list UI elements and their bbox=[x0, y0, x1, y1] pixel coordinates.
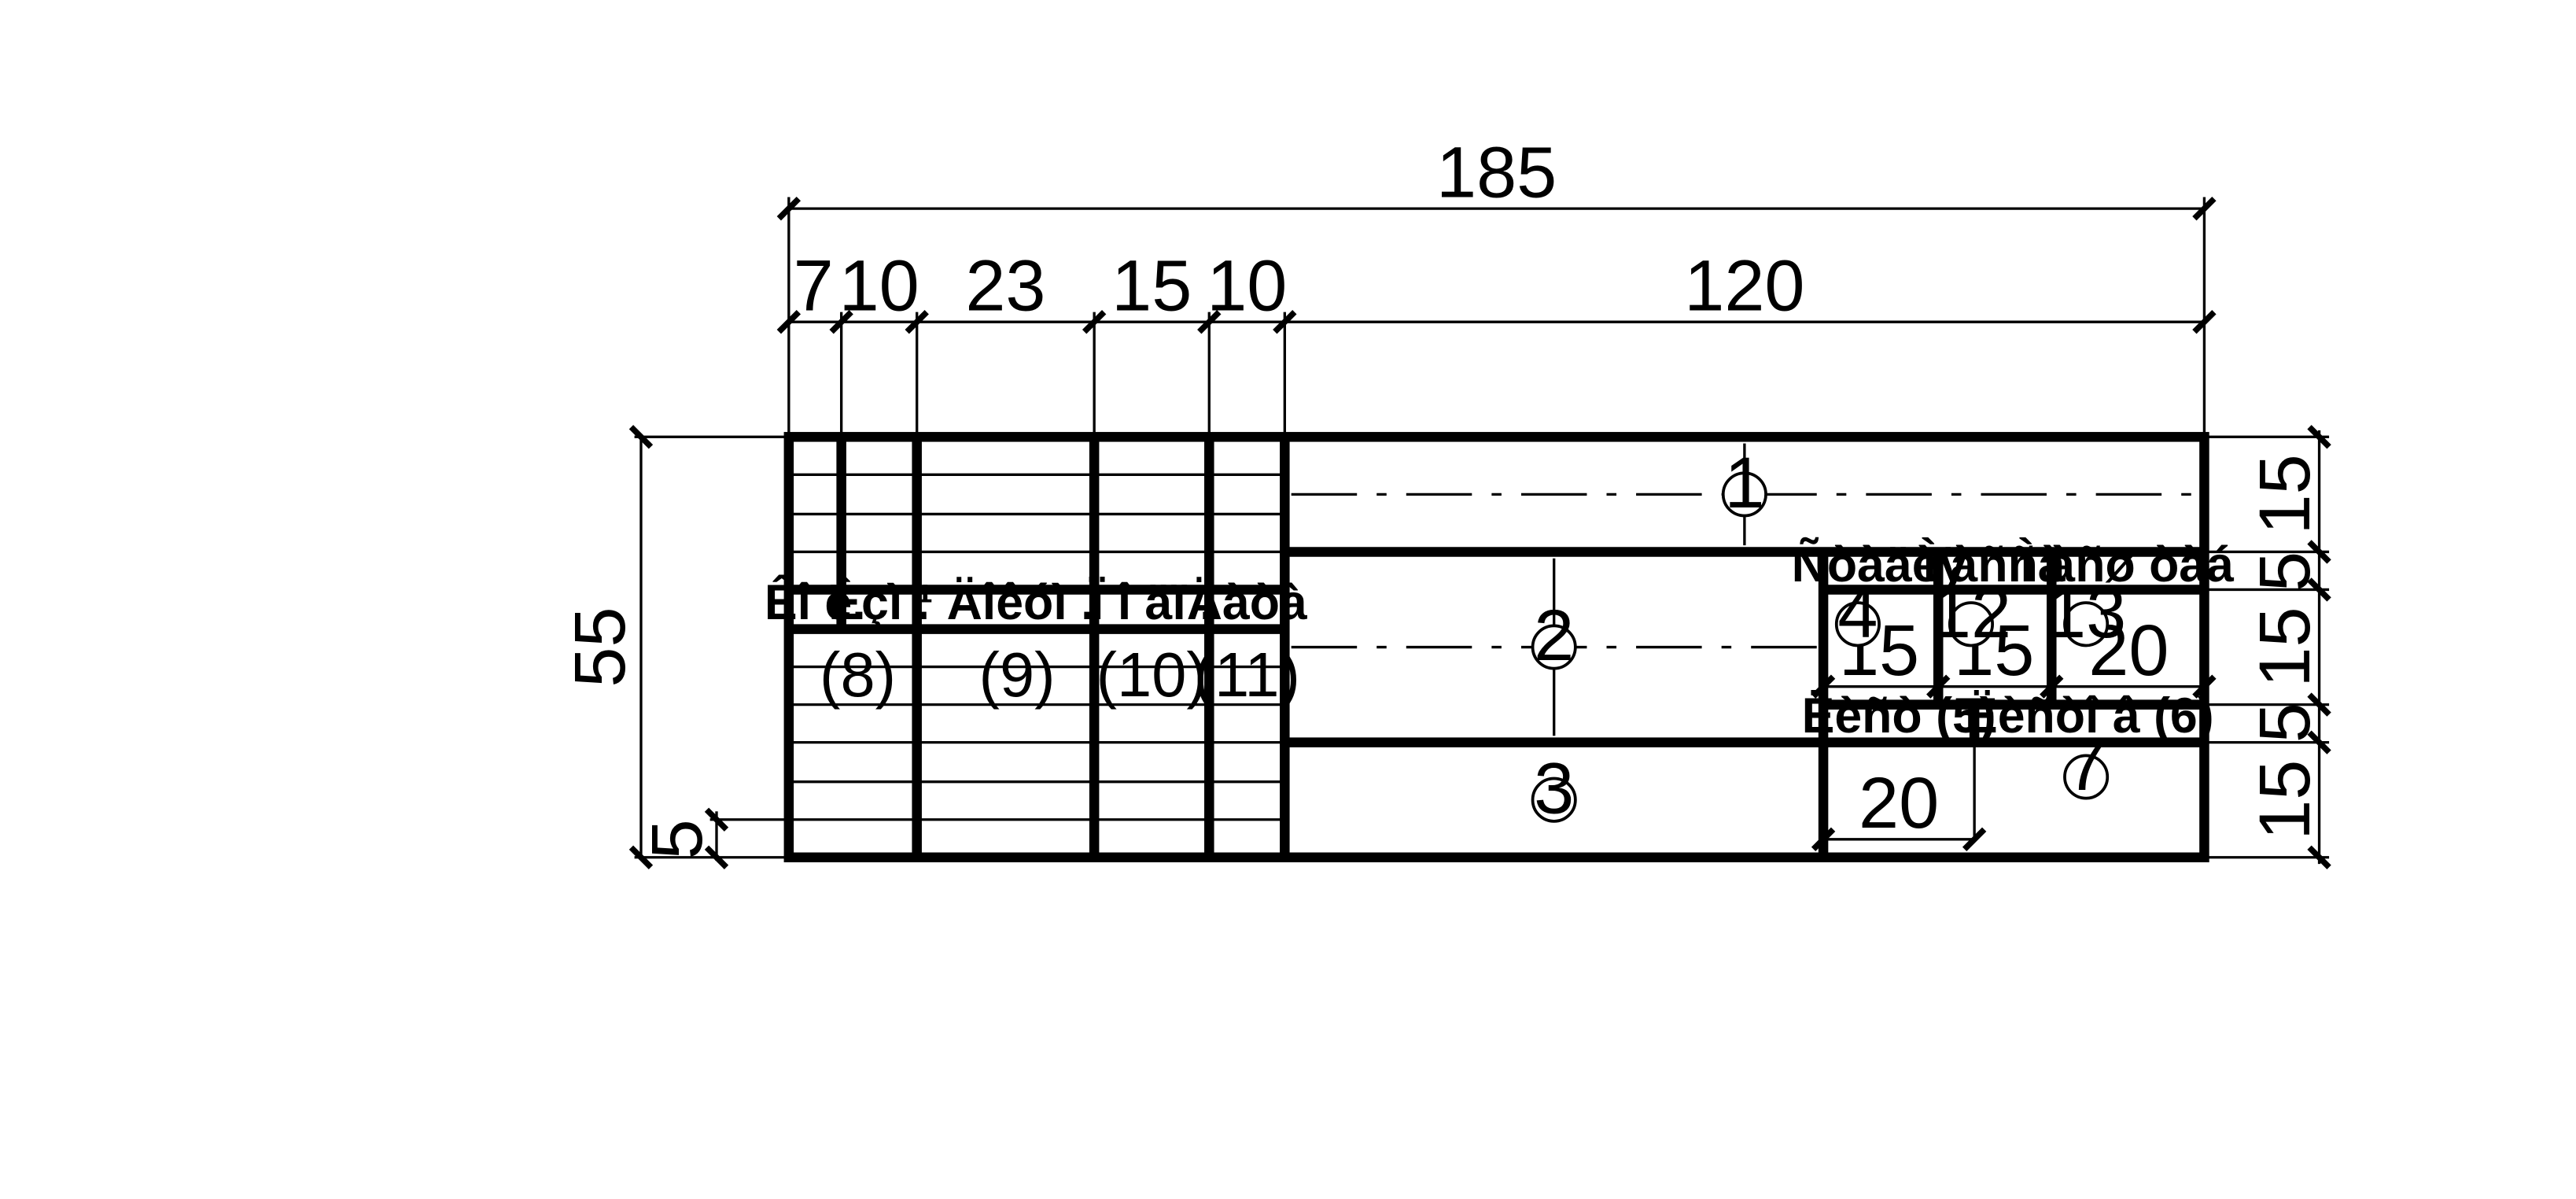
zone-7-circle bbox=[2063, 754, 2110, 800]
dimension-values: 185 7 10 23 15 10 120 55 5 15 5 15 5 15 … bbox=[560, 133, 2325, 860]
dim-col-1: 7 bbox=[794, 246, 834, 326]
dim-col-3: 23 bbox=[965, 246, 1045, 326]
dim-overall-height: 55 bbox=[560, 607, 640, 687]
zone-3-label: 3 bbox=[1534, 748, 1574, 828]
zone-12-label: 12 bbox=[1931, 573, 2011, 653]
label-stage: Ñòàäèÿ bbox=[1792, 537, 1967, 592]
zone-12-circle bbox=[1948, 601, 1994, 647]
label-scale: Ì àñø òàá bbox=[2019, 537, 2235, 592]
column-number-8: (8) bbox=[820, 640, 896, 710]
dim-inner-4: 20 bbox=[1859, 763, 1939, 843]
dim-right-4: 5 bbox=[2245, 703, 2325, 743]
header-change: Èçì . bbox=[828, 575, 930, 630]
dimension-lines bbox=[628, 196, 2331, 869]
title-block bbox=[783, 432, 2209, 863]
header-document-number: ¹ Äîêóì . bbox=[916, 575, 1094, 630]
column-numbers: (8) (9) (10) (11) bbox=[820, 640, 1300, 710]
dim-right-3: 15 bbox=[2245, 607, 2325, 687]
dim-bottom-row: 5 bbox=[637, 819, 717, 859]
column-number-9: (9) bbox=[979, 640, 1056, 710]
zone-4-circle bbox=[1834, 601, 1881, 647]
zone-4-label: 4 bbox=[1837, 573, 1878, 653]
zone-1-label: 1 bbox=[1724, 443, 1764, 523]
dim-right-2: 5 bbox=[2245, 552, 2325, 592]
zone-1-circle bbox=[1721, 471, 1767, 518]
header-change-count: Êî ë. bbox=[765, 574, 866, 630]
header-date: Äàòà bbox=[1187, 575, 1307, 630]
dim-col-2: 10 bbox=[839, 246, 919, 326]
header-signature: Ï î äï . bbox=[1089, 575, 1214, 630]
dim-right-1: 15 bbox=[2245, 454, 2325, 534]
stamp-labels: Ñòàäèÿ Ì àññà Ì àñø òàá Ëèñò (5) Ëèñòî â… bbox=[1792, 537, 2235, 743]
zone-2-circle bbox=[1531, 624, 1577, 670]
column-number-10: (10) bbox=[1096, 640, 1207, 710]
zone-markers: 1 2 3 4 12 13 7 bbox=[1531, 443, 2126, 828]
zone-2-label: 2 bbox=[1534, 596, 1574, 676]
zone-13-label: 13 bbox=[2046, 573, 2126, 653]
zone-13-circle bbox=[2063, 601, 2110, 647]
label-sheet: Ëèñò (5) bbox=[1802, 688, 1996, 743]
column-number-11: (11) bbox=[1194, 640, 1300, 710]
zone-7-label: 7 bbox=[2066, 725, 2106, 806]
dim-overall-width: 185 bbox=[1436, 133, 1557, 213]
label-mass: Ì àññà bbox=[1922, 537, 2066, 592]
dim-col-5: 10 bbox=[1207, 246, 1287, 326]
label-sheets: Ëèñòî â (6) bbox=[1965, 688, 2214, 743]
zone-3-circle bbox=[1531, 777, 1577, 823]
dim-right-5: 15 bbox=[2245, 760, 2325, 840]
dim-col-4: 15 bbox=[1111, 246, 1192, 326]
dim-col-6: 120 bbox=[1684, 246, 1804, 326]
revision-header: Êî ë. Èçì . ¹ Äîêóì . Ï î äï . Äàòà bbox=[765, 574, 1307, 630]
